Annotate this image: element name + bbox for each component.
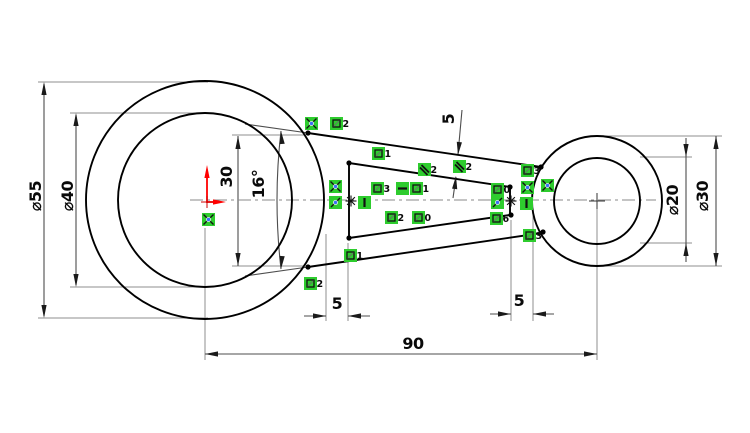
coincident-square-relation-icon[interactable] [411,209,425,224]
coincident-square-relation-icon[interactable] [520,162,534,177]
coincident-point-relation-icon[interactable] [540,177,554,192]
relation-count-badge: 2 [465,162,473,173]
dimension-label-dim-dia40[interactable]: ⌀40 [58,180,77,212]
parallel-relation-icon[interactable] [452,158,466,173]
coincident-square-relation-icon[interactable] [489,210,503,225]
coincident-point-relation-icon[interactable] [328,178,342,193]
point-on-line-relation-icon[interactable] [490,194,504,209]
relation-count-badge: 0 [503,185,511,196]
coincident-square-relation-icon[interactable] [303,275,317,290]
dimension-label-dim-5-right[interactable]: 5 [513,291,525,310]
coincident-square-relation-icon[interactable] [384,209,398,224]
coincident-point-relation-icon[interactable] [520,179,534,194]
relation-count-badge: 6 [502,214,510,225]
dimension-label-dim-16deg[interactable]: 16° [249,169,268,199]
relation-count-badge: 1 [422,184,430,195]
coincident-square-relation-icon[interactable] [371,145,385,160]
coincident-square-relation-icon[interactable] [329,115,343,130]
dimension-label-dim-90[interactable]: 90 [402,334,424,353]
relation-count-badge: 2 [342,119,350,130]
point-on-line-relation-icon[interactable] [328,194,342,209]
vertical-relation-icon[interactable] [357,194,371,209]
horizontal-relation-icon[interactable] [395,180,409,195]
relation-count-badge: 2 [397,213,405,224]
coincident-square-relation-icon[interactable] [522,227,536,242]
relation-count-badge: 1 [384,149,392,160]
relation-count-badge: 3 [535,231,543,242]
dimension-label-dim-dia55[interactable]: ⌀55 [26,180,45,212]
coincident-point-relation-icon[interactable] [201,211,215,226]
relation-count-badge: 1 [356,251,364,262]
relation-count-badge: 3 [383,184,391,195]
coincident-point-relation-icon[interactable] [304,115,318,130]
coincident-square-relation-icon[interactable] [343,247,357,262]
relation-count-badge: 3 [533,166,541,177]
dimension-label-dim-30[interactable]: 30 [217,166,236,188]
parallel-relation-icon[interactable] [417,161,431,176]
dimension-label-dim-dia20[interactable]: ⌀20 [663,184,682,216]
coincident-square-relation-icon[interactable] [370,180,384,195]
relation-count-badge: 0 [424,213,432,224]
relation-count-badge: 2 [430,165,438,176]
coincident-square-relation-icon[interactable] [490,181,504,196]
dimension-label-dim-dia30[interactable]: ⌀30 [693,180,712,212]
dimension-label-dim-5-top[interactable]: 5 [439,113,458,125]
dimension-label-dim-5-left[interactable]: 5 [331,294,343,313]
relation-count-badge: 2 [316,279,324,290]
vertical-relation-icon[interactable] [519,195,533,210]
coincident-square-relation-icon[interactable] [409,180,423,195]
